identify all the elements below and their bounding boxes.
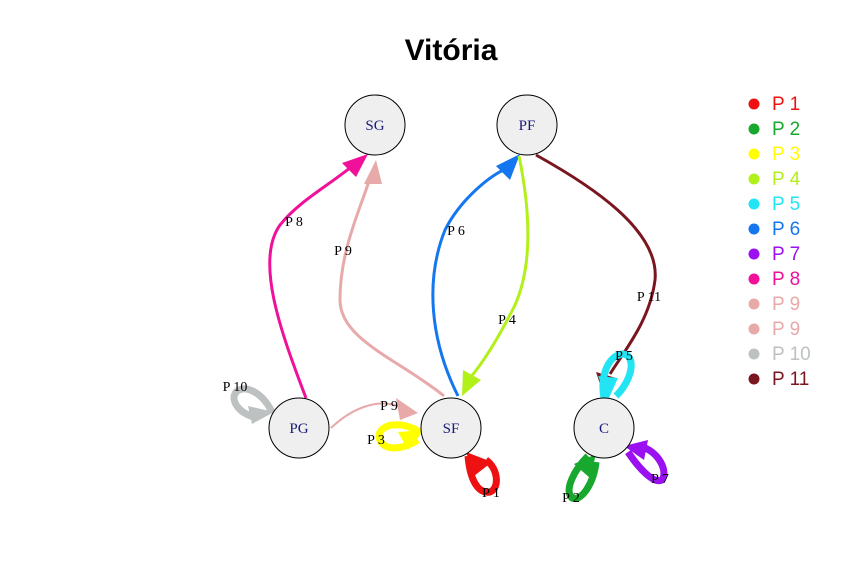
edge-p1-loop: [464, 455, 500, 496]
node-sf[interactable]: SF: [420, 397, 482, 459]
legend-item: P 7: [748, 244, 800, 265]
edge-p8-arrowhead: [342, 154, 368, 177]
edge-p7-arrowhead: [624, 440, 648, 460]
edge-label-p1: P 1: [482, 486, 500, 501]
legend-item: P 1: [748, 94, 800, 115]
node-sf-circle: [420, 397, 482, 459]
legend-marker: [748, 323, 760, 335]
edge-p3-arrowhead: [398, 430, 424, 450]
edge-p5-arrowhead: [598, 376, 618, 400]
legend-item: P 3: [748, 144, 800, 165]
node-c-label: C: [599, 421, 609, 437]
edge-p9-pg-sf: [330, 402, 399, 429]
legend-label: P 4: [772, 169, 801, 190]
legend-label: P 1: [772, 94, 800, 115]
node-sg[interactable]: SG: [344, 94, 406, 156]
edge-p4-arrowhead: [462, 370, 481, 396]
legend-marker: [748, 98, 760, 110]
node-pg[interactable]: PG: [268, 397, 330, 459]
node-c[interactable]: C: [573, 397, 635, 459]
node-pg-label: PG: [289, 421, 308, 437]
legend-label: P 7: [772, 244, 800, 265]
legend-item: P 5: [748, 194, 800, 215]
edge-p9-pg-sf-arrowhead: [396, 398, 418, 420]
legend-marker: [748, 298, 760, 310]
node-pf[interactable]: PF: [496, 94, 558, 156]
node-pg-circle: [268, 397, 330, 459]
edge-p11: [535, 153, 657, 375]
edge-p6: [431, 166, 509, 397]
node-pf-label: PF: [519, 118, 536, 134]
edge-label-p7: P 7: [651, 472, 669, 487]
diagram-title: Vitória: [405, 34, 498, 67]
edge-p10-arrowhead: [248, 406, 274, 424]
legend-label: P 8: [772, 269, 800, 290]
legend-label: P 5: [772, 194, 800, 215]
legend-label: P 11: [772, 369, 809, 390]
edge-label-p3: P 3: [367, 433, 385, 448]
legend-item: P 9: [748, 319, 800, 340]
edge-p2-arrowhead: [574, 454, 596, 478]
nodes-layer: SG PF PG SF C: [268, 94, 635, 459]
legend-label: P 3: [772, 144, 800, 165]
legend: P 1 P 2 P 3 P 4 P 5 P 6 P 7 P 8 P 9 P 9 …: [748, 94, 811, 390]
edge-label-p10: P 10: [223, 380, 248, 395]
edge-p4: [468, 155, 530, 379]
node-sf-label: SF: [443, 421, 460, 437]
legend-marker: [748, 173, 760, 185]
legend-marker: [748, 223, 760, 235]
edge-p8: [268, 161, 357, 399]
legend-item: P 9: [748, 294, 800, 315]
legend-item: P 8: [748, 269, 800, 290]
edge-p10-loop: [230, 385, 276, 422]
legend-marker: [748, 273, 760, 285]
node-sg-circle: [344, 94, 406, 156]
legend-item: P 6: [748, 219, 800, 240]
legend-label: P 9: [772, 294, 800, 315]
legend-marker: [748, 248, 760, 260]
edge-label-p8: P 8: [285, 215, 303, 230]
node-pf-circle: [496, 94, 558, 156]
node-c-circle: [573, 397, 635, 459]
legend-label: P 2: [772, 119, 800, 140]
legend-marker: [748, 373, 760, 385]
edge-label-p6: P 6: [447, 224, 465, 239]
edge-label-p2: P 2: [562, 491, 580, 506]
edge-label-p11: P 11: [637, 290, 661, 305]
edge-labels: P 8 P 9 P 6 P 4 P 11 P 10 P 9 P 3 P 1 P …: [223, 215, 669, 506]
node-sg-label: SG: [365, 118, 384, 134]
edge-label-p9-pg-sf: P 9: [380, 399, 398, 414]
edge-label-p9-sf-sg: P 9: [334, 244, 352, 259]
edge-p2-loop: [565, 453, 600, 502]
legend-item: P 11: [748, 369, 809, 390]
legend-marker: [748, 198, 760, 210]
legend-item: P 4: [748, 169, 801, 190]
edge-label-p5: P 5: [615, 349, 633, 364]
legend-marker: [748, 348, 760, 360]
edge-p6-arrowhead: [496, 154, 520, 180]
edge-p1-arrowhead: [466, 452, 492, 476]
legend-label: P 10: [772, 344, 811, 365]
edge-p7-loop: [625, 442, 668, 485]
legend-label: P 9: [772, 319, 800, 340]
legend-item: P 10: [748, 344, 811, 365]
edge-label-p4: P 4: [498, 313, 516, 328]
legend-label: P 6: [772, 219, 800, 240]
edge-p9-sf-sg-arrowhead: [364, 160, 382, 184]
legend-item: P 2: [748, 119, 800, 140]
edge-p3-loop: [375, 421, 422, 452]
legend-marker: [748, 123, 760, 135]
edge-p9-sf-sg: [338, 177, 445, 398]
edges-layer: [230, 153, 668, 502]
legend-marker: [748, 148, 760, 160]
